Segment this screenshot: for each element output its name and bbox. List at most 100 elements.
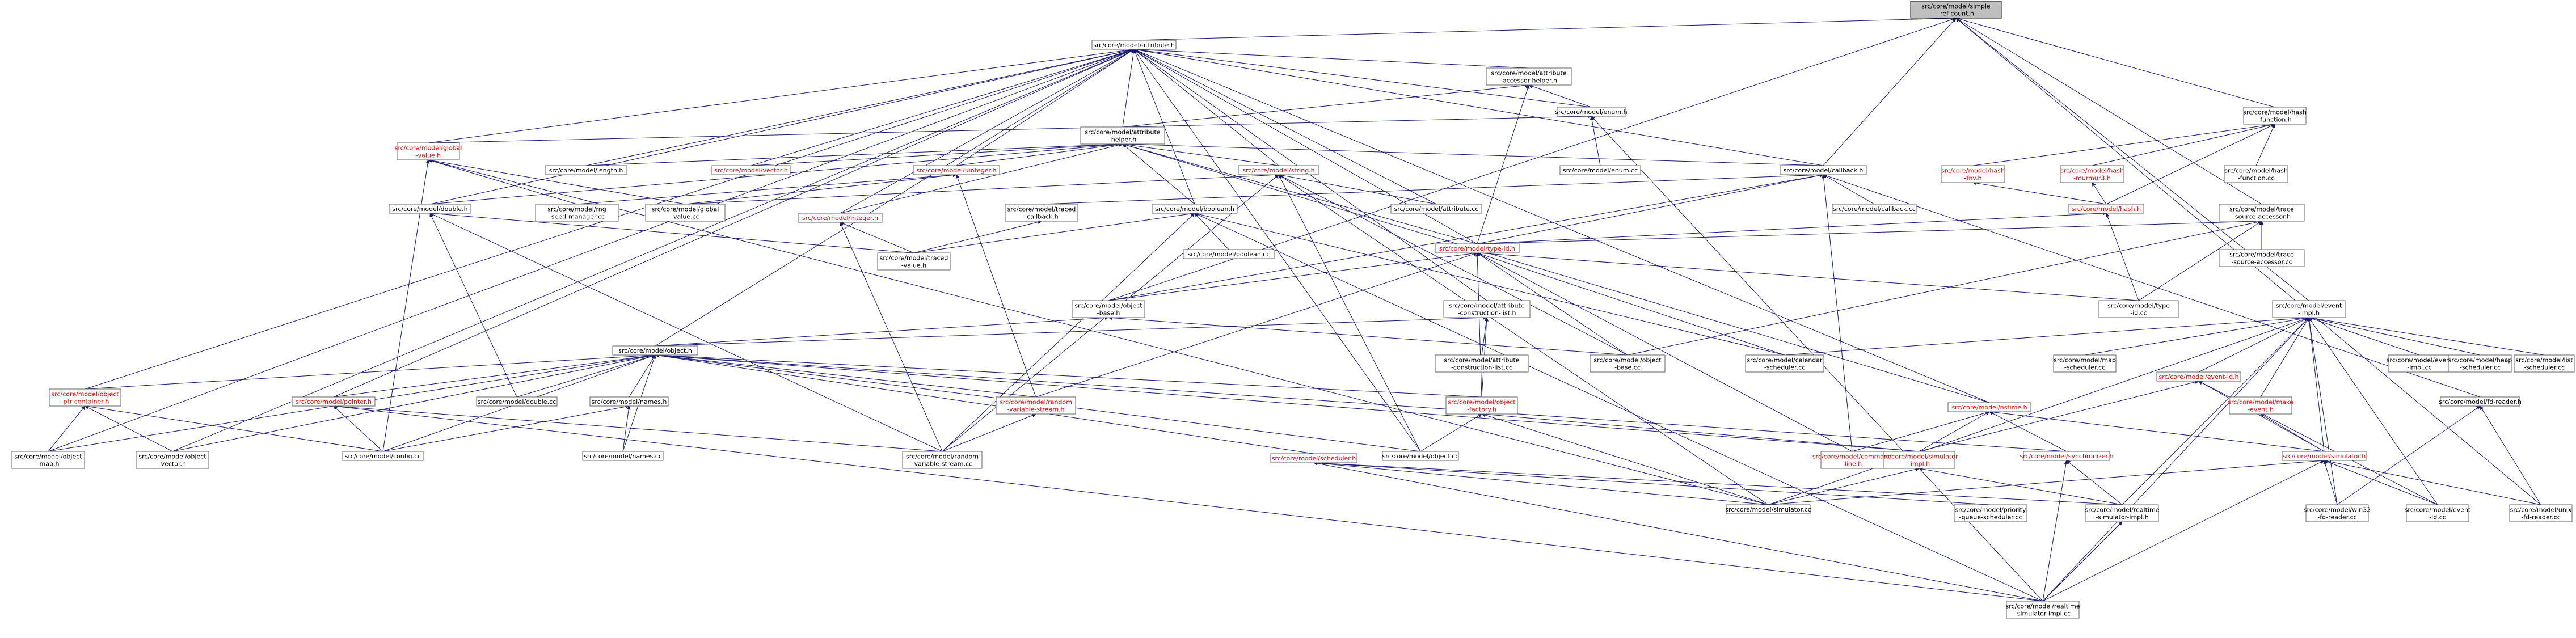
node-nstime-h[interactable]: src/core/model/nstime.h bbox=[1947, 402, 2031, 412]
node-object-ptr-container-h[interactable]: src/core/model/object-ptr-container.h bbox=[49, 388, 121, 407]
node-box bbox=[2509, 504, 2573, 522]
node-type-id-cc[interactable]: src/core/model/type-id.cc bbox=[2098, 300, 2179, 318]
include-edge bbox=[1989, 411, 2067, 452]
node-random-variable-stream-h[interactable]: src/core/model/random-variable-stream.h bbox=[996, 396, 1076, 415]
node-length-h[interactable]: src/core/model/length.h bbox=[545, 165, 627, 175]
node-object-vector-h[interactable]: src/core/model/object-vector.h bbox=[136, 451, 209, 469]
node-realtime-simulator-impl-h[interactable]: src/core/model/realtime-simulator-impl.h bbox=[2085, 504, 2160, 522]
node-list-scheduler-cc[interactable]: src/core/model/list-scheduler.cc bbox=[2514, 354, 2575, 373]
include-edge bbox=[1477, 252, 1628, 356]
node-label: src/core/model/realtime bbox=[2085, 506, 2160, 514]
node-scheduler-h[interactable]: src/core/model/scheduler.h bbox=[1270, 453, 1357, 463]
node-simulator-h[interactable]: src/core/model/simulator.h bbox=[2282, 451, 2367, 461]
node-trace-source-accessor-cc[interactable]: src/core/model/trace-source-accessor.cc bbox=[2219, 249, 2305, 267]
include-edge bbox=[2042, 317, 2309, 602]
node-type-id-h[interactable]: src/core/model/type-id.h bbox=[1435, 243, 1520, 253]
node-simulator-impl-h[interactable]: src/core/model/simulator-impl.h bbox=[1880, 451, 1958, 469]
node-label: src/core/model/list bbox=[2515, 357, 2573, 364]
node-enum-cc[interactable]: src/core/model/enum.cc bbox=[1559, 165, 1641, 175]
include-edge bbox=[655, 315, 1109, 347]
include-edge bbox=[1122, 49, 1136, 128]
node-hash-murmur3-h[interactable]: src/core/model/hash-murmur3.h bbox=[2060, 165, 2124, 183]
node-event-impl-cc[interactable]: src/core/model/event-impl.cc bbox=[2387, 354, 2453, 373]
node-attribute-helper-h[interactable]: src/core/model/attribute-helper.h bbox=[1080, 126, 1165, 145]
node-label: src/core/model/event bbox=[2405, 506, 2471, 514]
node-object-factory-h[interactable]: src/core/model/object-factory.h bbox=[1445, 396, 1518, 415]
node-box bbox=[1238, 165, 1319, 175]
node-attribute-construction-list-h[interactable]: src/core/model/attribute-construction-li… bbox=[1443, 300, 1531, 318]
node-object-map-h[interactable]: src/core/model/object-map.h bbox=[11, 451, 85, 469]
node-callback-cc[interactable]: src/core/model/callback.cc bbox=[1832, 204, 1917, 214]
node-hash-function-h[interactable]: src/core/model/hash-function.h bbox=[2243, 107, 2307, 125]
include-edge bbox=[333, 404, 943, 452]
include-edge bbox=[2260, 317, 2309, 398]
node-global-value-h[interactable]: src/core/model/global-value.h bbox=[395, 142, 462, 160]
node-calendar-scheduler-cc[interactable]: src/core/model/calendar-scheduler.cc bbox=[1745, 354, 1824, 373]
node-event-id-h[interactable]: src/core/model/event-id.h bbox=[2156, 371, 2241, 382]
include-edge bbox=[1122, 142, 1824, 166]
include-edge bbox=[2324, 460, 2438, 505]
node-object-base-h[interactable]: src/core/model/object-base.h bbox=[1072, 300, 1145, 318]
node-simple-ref-count[interactable]: src/core/model/simple-ref-count.h bbox=[1910, 1, 2002, 19]
node-boolean-cc[interactable]: src/core/model/boolean.cc bbox=[1183, 249, 1275, 259]
include-edge bbox=[2106, 124, 2275, 205]
node-vector-h[interactable]: src/core/model/vector.h bbox=[711, 165, 791, 175]
node-boolean-h[interactable]: src/core/model/boolean.h bbox=[1152, 204, 1238, 214]
node-label: src/core/model/attribute.cc bbox=[1394, 205, 1479, 213]
node-label: src/core/model/object bbox=[138, 453, 206, 460]
node-pointer-h[interactable]: src/core/model/pointer.h bbox=[292, 396, 376, 407]
node-simulator-cc[interactable]: src/core/model/simulator.cc bbox=[1725, 504, 1811, 514]
node-object-base-cc[interactable]: src/core/model/object-base.cc bbox=[1590, 354, 1666, 373]
node-label: src/core/model/string.h bbox=[1242, 167, 1314, 174]
node-attribute-cc[interactable]: src/core/model/attribute.cc bbox=[1390, 204, 1482, 214]
node-realtime-simulator-impl-cc[interactable]: src/core/model/realtime-simulator-impl.c… bbox=[2006, 601, 2080, 619]
node-label: src/core/model/uinteger.h bbox=[916, 167, 996, 174]
include-edge bbox=[1477, 211, 2107, 244]
node-string-h[interactable]: src/core/model/string.h bbox=[1238, 165, 1319, 175]
node-attribute-construction-list-cc[interactable]: src/core/model/attribute-construction-li… bbox=[1435, 354, 1529, 373]
node-traced-callback-h[interactable]: src/core/model/traced-callback.h bbox=[1005, 204, 1078, 222]
node-box bbox=[2060, 165, 2124, 183]
node-event-id-cc[interactable]: src/core/model/event-id.cc bbox=[2405, 504, 2471, 522]
node-random-variable-stream-cc[interactable]: src/core/model/random-variable-stream.cc bbox=[902, 451, 983, 469]
node-unix-fd-reader-cc[interactable]: src/core/model/unix-fd-reader.cc bbox=[2509, 504, 2573, 522]
node-label: src/core/model/type-id.h bbox=[1439, 245, 1515, 252]
node-callback-h[interactable]: src/core/model/callback.h bbox=[1780, 165, 1867, 175]
node-label: -impl.cc bbox=[2407, 364, 2431, 371]
node-trace-source-accessor-h[interactable]: src/core/model/trace-source-accessor.h bbox=[2219, 204, 2305, 222]
node-hash-fnv-h[interactable]: src/core/model/hash-fnv.h bbox=[1941, 165, 2005, 183]
node-command-line-h[interactable]: src/core/model/command-line.h bbox=[1812, 451, 1892, 469]
node-box bbox=[136, 451, 209, 469]
node-win32-fd-reader-cc[interactable]: src/core/model/win32-fd-reader.cc bbox=[2304, 504, 2371, 522]
node-traced-value-h[interactable]: src/core/model/traced-value.h bbox=[877, 252, 951, 271]
node-synchronizer-h[interactable]: src/core/model/synchronizer.h bbox=[2020, 451, 2114, 461]
node-attribute-h[interactable]: src/core/model/attribute.h bbox=[1091, 40, 1177, 50]
node-rng-seed-manager-cc[interactable]: src/core/model/rng-seed-manager.cc bbox=[535, 204, 619, 222]
node-names-cc[interactable]: src/core/model/names.cc bbox=[582, 451, 664, 461]
node-event-impl-h[interactable]: src/core/model/event-impl.h bbox=[2272, 300, 2346, 318]
include-edge bbox=[1972, 181, 2107, 205]
node-make-event-h[interactable]: src/core/model/make-event.h bbox=[2228, 396, 2293, 415]
node-label: -scheduler.cc bbox=[1764, 364, 1805, 371]
node-double-cc[interactable]: src/core/model/double.cc bbox=[476, 396, 558, 407]
node-global-value-cc[interactable]: src/core/model/global-value.cc bbox=[645, 204, 726, 222]
node-hash-function-cc[interactable]: src/core/model/hash-function.cc bbox=[2224, 165, 2288, 183]
node-integer-h[interactable]: src/core/model/integer.h bbox=[798, 213, 883, 223]
node-hash-h[interactable]: src/core/model/hash.h bbox=[2068, 204, 2144, 214]
node-object-h[interactable]: src/core/model/object.h bbox=[612, 345, 698, 356]
node-heap-scheduler-cc[interactable]: src/core/model/heap-scheduler.cc bbox=[2448, 354, 2512, 373]
node-config-cc[interactable]: src/core/model/config.cc bbox=[342, 451, 424, 461]
node-attribute-accessor-helper[interactable]: src/core/model/attribute-accessor-helper… bbox=[1486, 67, 1572, 86]
node-map-scheduler-cc[interactable]: src/core/model/map-scheduler.cc bbox=[2053, 354, 2117, 373]
node-uinteger-h[interactable]: src/core/model/uinteger.h bbox=[913, 165, 1000, 175]
node-enum-h[interactable]: src/core/model/enum.h bbox=[1555, 107, 1628, 117]
include-edge bbox=[1194, 213, 1229, 250]
node-names-h[interactable]: src/core/model/names.h bbox=[589, 396, 669, 407]
node-object-cc[interactable]: src/core/model/object.cc bbox=[1382, 451, 1459, 461]
node-fd-reader-h[interactable]: src/core/model/fd-reader.h bbox=[2439, 396, 2522, 407]
include-edge bbox=[1313, 461, 1769, 505]
include-edge bbox=[429, 212, 914, 253]
node-double-h[interactable]: src/core/model/double.h bbox=[389, 204, 471, 214]
include-edge bbox=[1133, 49, 1421, 452]
node-priority-queue-scheduler-cc[interactable]: src/core/model/priority-queue-scheduler.… bbox=[1954, 504, 2027, 522]
